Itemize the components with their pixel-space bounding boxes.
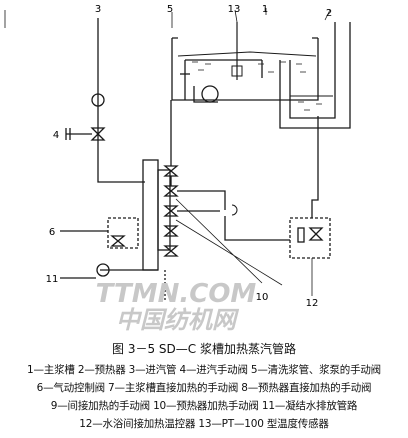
preheater-steam-line [311,116,319,218]
label-3: 3 [95,4,101,15]
pneumatic-control-valve [107,217,139,249]
legend-line-1: 1—主浆槽 2—预热器 3—进汽管 4—进汽手动阀 5—清洗浆管、浆泵的手动阀 [27,364,381,376]
figure-caption: 图 3－5 SD—C 浆槽加热蒸汽管路 [112,342,296,356]
steam-inlet-pipe [97,18,145,183]
label-10: 10 [256,292,269,303]
label-2: 2 [326,8,332,19]
label-6: 6 [49,227,55,238]
label-5: 5 [167,4,173,15]
watermark-line1: TTMN.COM [96,279,257,309]
direct-heating-line [177,190,290,241]
steam-manifold [142,159,159,271]
label-1: 1 [262,4,268,15]
heating-coil-pipe [184,59,263,100]
legend-line-2: 6—气动控制阀 7—主浆槽直接加热的手动阀 8—预热器直接加热的手动阀 [36,382,372,394]
main-size-tank [171,38,319,101]
legend-line-3: 9—间接加热的手动阀 10—预热器加热手动阀 11—凝结水排放管路 [50,400,358,412]
label-4: 4 [53,130,59,141]
preheater [289,22,336,119]
preheater-wall [279,22,351,129]
pressure-gauge [91,93,105,107]
main-tank-liquid [177,51,317,57]
watermark-line2: 中国纺机网 [116,306,240,334]
temperature-controller [289,217,331,259]
inlet-manual-valve [90,127,106,141]
liquid-hatch [192,59,306,73]
label-13: 13 [228,4,241,15]
steam-piping-diagram: TTMN.COM 中国纺机网 3 5 13 1 2 4 6 11 10 12 [4,4,351,334]
legend-line-4: 12—水浴间接加热温控器 13—PT—100 型温度传感器 [79,418,329,430]
label-12: 12 [306,298,319,309]
valve-stack [163,165,179,257]
label-11: 11 [46,274,59,285]
